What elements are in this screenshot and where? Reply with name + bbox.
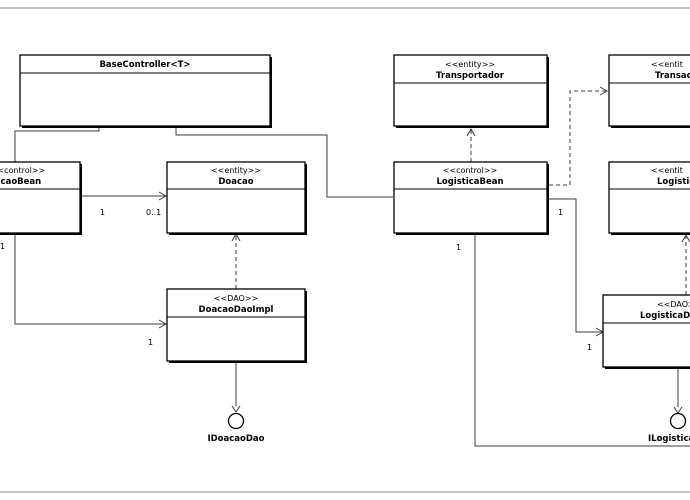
class-stereotype: <<DAO> xyxy=(657,300,690,309)
interface-circle xyxy=(669,412,687,430)
class-doacao[interactable]: <<entity>> Doacao xyxy=(166,161,307,235)
association-bean-dao xyxy=(14,233,166,325)
class-stereotype: <<DAO>> xyxy=(214,294,258,303)
realization-arrowhead xyxy=(231,405,241,413)
multiplicity-label: 0..1 xyxy=(146,208,161,217)
multiplicity-label: 1 xyxy=(148,338,153,347)
association-arrowhead xyxy=(158,319,168,329)
class-stereotype: <<entit xyxy=(651,60,683,69)
multiplicity-label: 1 xyxy=(587,343,592,352)
interface-ilogisticadao[interactable]: ILogistica xyxy=(648,412,690,445)
box xyxy=(166,161,306,234)
class-stereotype: <<entity>> xyxy=(445,60,495,69)
association-arrowhead xyxy=(158,191,168,201)
class-stereotype: <<control>> xyxy=(443,166,498,175)
box xyxy=(608,161,690,234)
interface-circle xyxy=(227,412,245,430)
multiplicity-label: 1 xyxy=(100,208,105,217)
class-name: Logistic xyxy=(657,177,690,187)
association-logbean-dao xyxy=(549,198,602,333)
dependency-arrowhead xyxy=(599,86,609,96)
dependency-logbean-transacao xyxy=(549,90,606,186)
multiplicity-label: 1 xyxy=(558,208,563,217)
class-stereotype: <<entit xyxy=(651,166,683,175)
class-logisticabean[interactable]: <<control>> LogisticaBean xyxy=(393,161,549,235)
box xyxy=(166,288,306,362)
class-doacaobean[interactable]: <<control>> acaoBean xyxy=(0,161,82,235)
class-name: LogisticaBean xyxy=(436,177,503,187)
box xyxy=(608,54,690,127)
realization-arrowhead xyxy=(673,406,683,414)
class-basecontroller[interactable]: BaseController<T> xyxy=(19,54,272,128)
generalization-logisticabean xyxy=(175,125,393,198)
association-logbean-ilogistica xyxy=(474,233,690,447)
box xyxy=(602,294,690,368)
class-logisticadao[interactable]: <<DAO> LogisticaDa xyxy=(602,294,690,369)
interface-name: IDoacaoDao xyxy=(207,434,264,444)
class-transacao[interactable]: <<entit Transac xyxy=(608,54,690,128)
class-name: BaseController<T> xyxy=(99,60,190,70)
class-name: LogisticaDa xyxy=(640,311,690,321)
class-name: Transportador xyxy=(436,71,505,81)
class-name: Doacao xyxy=(218,177,253,187)
class-transportador[interactable]: <<entity>> Transportador xyxy=(393,54,549,128)
class-name: acaoBean xyxy=(0,177,41,187)
dependency-arrowhead xyxy=(466,127,476,137)
class-name: Transac xyxy=(655,71,690,81)
class-logistica[interactable]: <<entit Logistic xyxy=(608,161,690,235)
multiplicity-label: 1 xyxy=(456,243,461,252)
class-stereotype: <<control>> xyxy=(0,166,45,175)
box xyxy=(0,161,81,234)
class-stereotype: <<entity>> xyxy=(211,166,261,175)
box xyxy=(19,54,271,127)
interface-idoacaodao[interactable]: IDoacaoDao xyxy=(207,412,265,445)
class-doacaodaoimpl[interactable]: <<DAO>> DoacaoDaoImpl xyxy=(166,288,307,363)
multiplicity-label: 1 xyxy=(0,242,5,251)
box xyxy=(393,161,548,234)
class-name: DoacaoDaoImpl xyxy=(199,305,274,315)
generalization-doacaobean xyxy=(14,125,100,162)
box xyxy=(393,54,548,127)
interface-name: ILogistica xyxy=(648,434,690,444)
